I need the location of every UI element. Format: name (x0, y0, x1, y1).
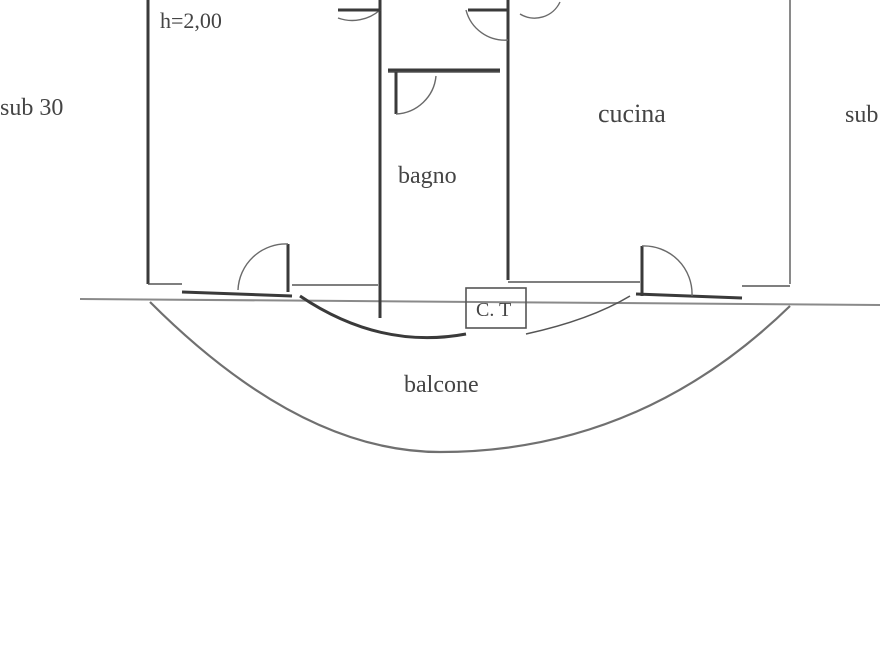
closet-box (465, 287, 527, 329)
facade-line (79, 298, 881, 306)
left-room-walls (146, 0, 378, 298)
left-room-door (237, 243, 290, 292)
label-sub-left: sub 30 (0, 95, 63, 121)
inner-curve-wall (299, 294, 467, 340)
label-closet: C. T (476, 299, 511, 321)
inner-curve-wall-right (525, 295, 631, 335)
label-room-height: h=2,00 (160, 8, 222, 33)
kitchen-door (640, 245, 693, 297)
balcony-outline (149, 301, 791, 454)
top-doors (337, 1, 561, 41)
label-kitchen: cucina (598, 99, 666, 128)
kitchen-walls (508, 0, 791, 300)
label-balcony: balcone (404, 372, 479, 398)
bathroom-walls (378, 0, 510, 318)
label-sub-right: sub (845, 102, 878, 128)
label-bathroom: bagno (398, 163, 457, 189)
bathroom-door (394, 72, 437, 115)
